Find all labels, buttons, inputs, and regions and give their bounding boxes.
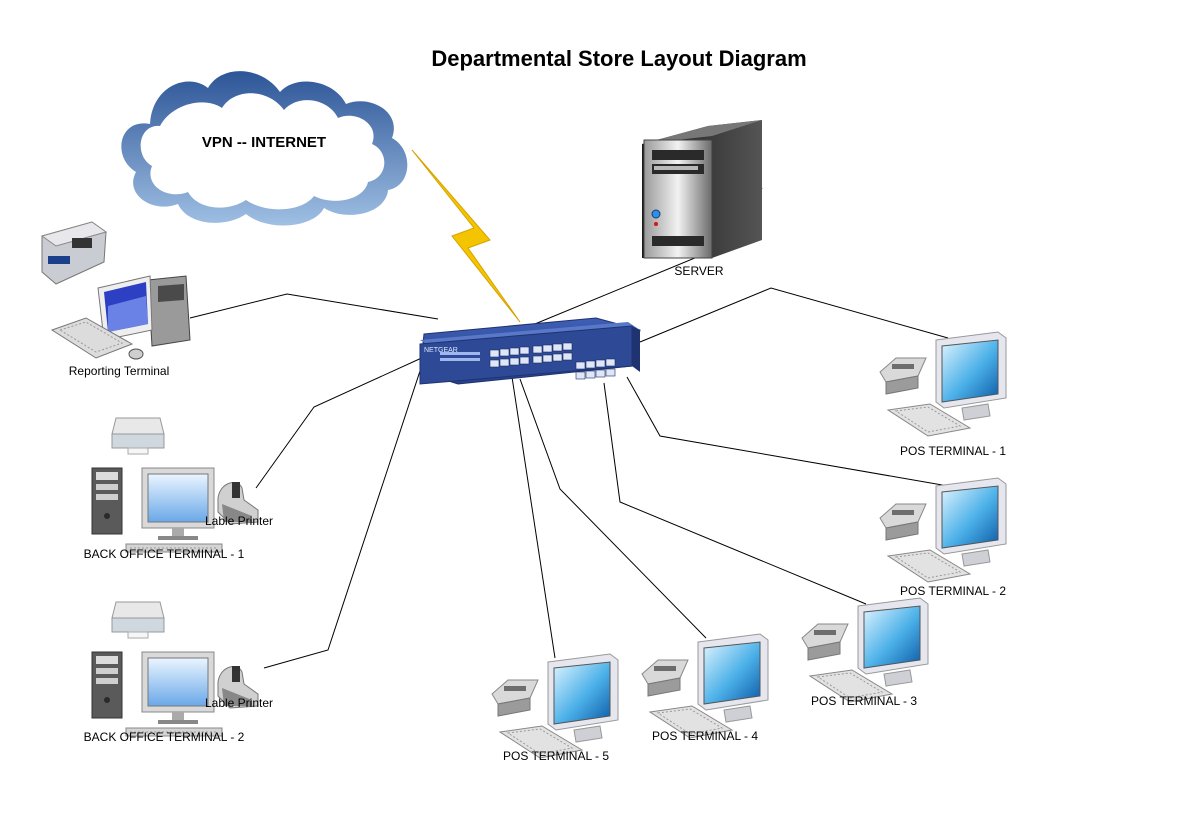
pos-terminal-5-label: POS TERMINAL - 5 (502, 749, 610, 763)
pos-terminal-2-label: POS TERMINAL - 2 (899, 584, 1007, 598)
pos-terminal-3-label: POS TERMINAL - 3 (810, 694, 918, 708)
server-label: SERVER (674, 264, 724, 278)
lightning-bolt-icon (411, 149, 521, 323)
cloud-label: VPN -- INTERNET (201, 134, 327, 151)
pos-terminal-3-icon (801, 597, 929, 703)
back-office-terminal-2-label: BACK OFFICE TERMINAL - 2 (83, 730, 245, 744)
pos-terminal-4-label: POS TERMINAL - 4 (651, 729, 759, 743)
link-pos-5 (511, 376, 556, 659)
link-reporting-terminal (189, 293, 439, 320)
network-switch-icon: NETGEAR (419, 317, 641, 385)
cloud-icon (121, 71, 408, 226)
link-pos-4 (519, 378, 707, 639)
pos-terminal-5-icon (491, 653, 619, 759)
link-pos-2 (626, 376, 949, 487)
reporting-terminal-icon (40, 221, 191, 360)
pos-terminal-2-icon (879, 477, 1007, 583)
back-office-terminal-1-label: BACK OFFICE TERMINAL - 1 (83, 547, 245, 561)
switch-brand: NETGEAR (424, 347, 458, 354)
reporting-terminal-label: Reporting Terminal (68, 364, 170, 378)
label-printer-2-label: Lable Printer (204, 696, 274, 710)
pos-terminal-4-icon (641, 633, 769, 739)
pos-terminal-1-label: POS TERMINAL - 1 (899, 444, 1007, 458)
link-pos-1 (639, 287, 949, 343)
label-printer-1-label: Lable Printer (204, 514, 274, 528)
back-office-terminal-1-icon (91, 417, 259, 553)
pos-terminal-1-icon (879, 331, 1007, 437)
back-office-terminal-2-icon (91, 601, 259, 737)
connectors (189, 187, 949, 669)
server-icon (642, 120, 762, 259)
link-pos-3 (603, 382, 867, 605)
link-back-office-1 (255, 355, 427, 489)
diagram-title: Departmental Store Layout Diagram (431, 46, 807, 71)
link-back-office-2 (263, 367, 422, 669)
